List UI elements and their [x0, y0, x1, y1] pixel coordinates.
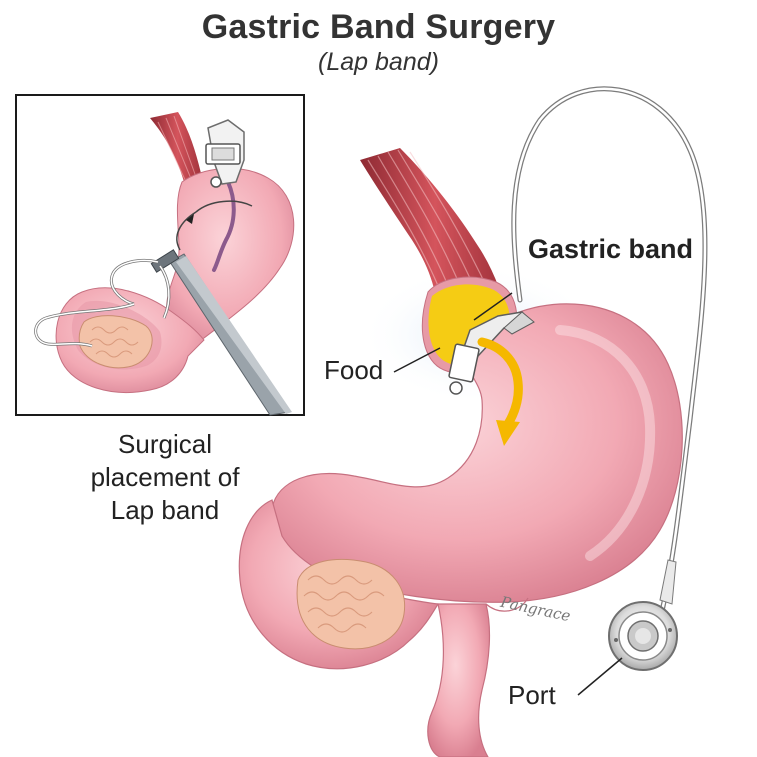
inset-caption: Surgical placement of Lap band [40, 428, 290, 527]
diagram-title: Gastric Band Surgery [201, 8, 556, 46]
food-leader [393, 347, 441, 373]
food-label: Food [324, 355, 384, 385]
inset-illustration [34, 112, 295, 416]
port-label: Port [508, 680, 556, 710]
main-stomach [238, 86, 708, 757]
port-leader [577, 657, 623, 696]
inset-caption-line-1: Surgical [118, 429, 212, 459]
diagram-subtitle: (Lap band) [318, 48, 439, 76]
inset-caption-line-3: Lap band [110, 495, 220, 525]
gastric-band-leader [473, 292, 513, 321]
inset-caption-line-2: placement of [90, 462, 240, 492]
gastric-band-label: Gastric band [528, 234, 694, 264]
